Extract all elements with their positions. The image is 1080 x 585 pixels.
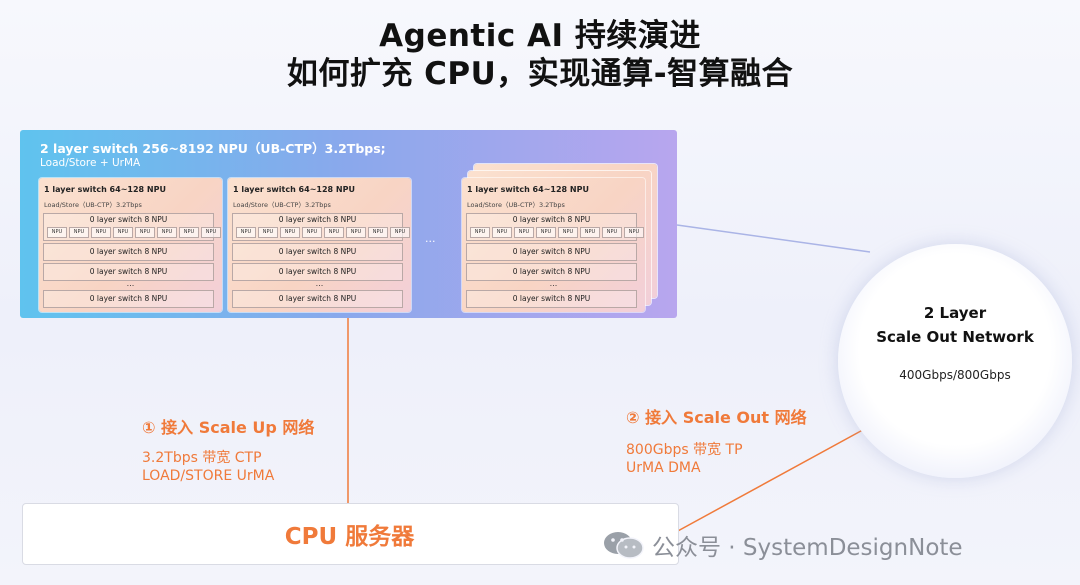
zero-layer-switch-row: 0 layer switch 8 NPU NPU NPU NPU NPU NPU… — [466, 213, 644, 241]
npu-chip: NPU — [69, 227, 89, 238]
card-subtitle: Load/Store（UB-CTP）3.2Tbps — [44, 201, 142, 209]
one-layer-switch-card: 1 layer switch 64~128 NPU Load/Store（UB-… — [228, 178, 411, 312]
scale-out-bandwidth: 800Gbps 带宽 TP — [626, 442, 743, 458]
title-line-1: Agentic AI 持续演进 — [379, 18, 701, 54]
wechat-icon — [604, 532, 644, 559]
npu-group: NPU NPU NPU NPU NPU NPU NPU NPU — [236, 227, 410, 238]
card-title: 1 layer switch 64~128 NPU — [44, 185, 166, 194]
npu-chip: NPU — [558, 227, 578, 238]
npu-chip: NPU — [47, 227, 67, 238]
npu-chip: NPU — [536, 227, 556, 238]
row-ellipsis: ... — [549, 279, 558, 288]
npu-chip: NPU — [113, 227, 133, 238]
zero-layer-switch-row: 0 layer switch 8 NPU — [466, 243, 637, 261]
scale-out-heading: ② 接入 Scale Out 网络 — [626, 408, 807, 427]
npu-chip: NPU — [280, 227, 300, 238]
one-layer-switch-card: 1 layer switch 64~128 NPU Load/Store（UB-… — [462, 178, 645, 312]
row-label: 0 layer switch 8 NPU — [89, 215, 168, 224]
one-layer-switch-card: 1 layer switch 64~128 NPU Load/Store（UB-… — [39, 178, 222, 312]
scale-up-heading: ① 接入 Scale Up 网络 — [142, 418, 315, 437]
npu-chip: NPU — [368, 227, 388, 238]
npu-chip: NPU — [492, 227, 512, 238]
scale-out-protocol: UrMA DMA — [626, 460, 701, 476]
zero-layer-switch-row: 0 layer switch 8 NPU — [43, 290, 214, 308]
npu-chip: NPU — [91, 227, 111, 238]
npu-chip: NPU — [390, 227, 410, 238]
cards-ellipsis: ... — [425, 232, 436, 245]
zero-layer-switch-row: 0 layer switch 8 NPU — [466, 290, 637, 308]
card-subtitle: Load/Store（UB-CTP）3.2Tbps — [233, 201, 331, 209]
npu-chip: NPU — [179, 227, 199, 238]
zero-layer-switch-row: 0 layer switch 8 NPU — [43, 263, 214, 281]
npu-chip: NPU — [624, 227, 644, 238]
zero-layer-switch-row: 0 layer switch 8 NPU — [232, 263, 403, 281]
two-layer-switch-title: 2 layer switch 256~8192 NPU（UB-CTP）3.2Tb… — [40, 141, 386, 156]
npu-chip: NPU — [135, 227, 155, 238]
cpu-server-box — [22, 503, 679, 565]
npu-group: NPU NPU NPU NPU NPU NPU NPU NPU — [47, 227, 221, 238]
card-subtitle: Load/Store（UB-CTP）3.2Tbps — [467, 201, 565, 209]
npu-chip: NPU — [157, 227, 177, 238]
scale-out-speed: 400Gbps/800Gbps — [899, 368, 1011, 382]
scale-out-connector — [675, 425, 871, 533]
card-title: 1 layer switch 64~128 NPU — [467, 185, 589, 194]
zero-layer-switch-row: 0 layer switch 8 NPU — [232, 290, 403, 308]
row-label: 0 layer switch 8 NPU — [512, 215, 591, 224]
switch-to-network-connector — [676, 224, 871, 253]
scale-out-network-node — [838, 244, 1072, 478]
npu-chip: NPU — [346, 227, 366, 238]
zero-layer-switch-row: 0 layer switch 8 NPU NPU NPU NPU NPU NPU… — [43, 213, 221, 241]
npu-chip: NPU — [324, 227, 344, 238]
npu-chip: NPU — [302, 227, 322, 238]
row-ellipsis: ... — [126, 279, 135, 288]
row-ellipsis: ... — [315, 279, 324, 288]
npu-chip: NPU — [258, 227, 278, 238]
cpu-server-label: CPU 服务器 — [284, 524, 415, 550]
watermark-text: 公众号 · SystemDesignNote — [652, 535, 963, 561]
npu-group: NPU NPU NPU NPU NPU NPU NPU NPU — [470, 227, 644, 238]
scale-out-title-line-1: 2 Layer — [923, 304, 987, 322]
zero-layer-switch-row: 0 layer switch 8 NPU — [232, 243, 403, 261]
npu-chip: NPU — [236, 227, 256, 238]
npu-chip: NPU — [514, 227, 534, 238]
zero-layer-switch-row: 0 layer switch 8 NPU NPU NPU NPU NPU NPU… — [232, 213, 410, 241]
npu-chip: NPU — [602, 227, 622, 238]
npu-chip: NPU — [470, 227, 490, 238]
npu-chip: NPU — [580, 227, 600, 238]
card-title: 1 layer switch 64~128 NPU — [233, 185, 355, 194]
npu-chip: NPU — [201, 227, 221, 238]
scale-up-protocol: LOAD/STORE UrMA — [142, 468, 275, 484]
zero-layer-switch-row: 0 layer switch 8 NPU — [466, 263, 637, 281]
scale-up-bandwidth: 3.2Tbps 带宽 CTP — [142, 450, 262, 466]
zero-layer-switch-row: 0 layer switch 8 NPU — [43, 243, 214, 261]
two-layer-switch-subtitle: Load/Store + UrMA — [40, 157, 141, 169]
title-line-2: 如何扩充 CPU，实现通算-智算融合 — [286, 56, 794, 92]
row-label: 0 layer switch 8 NPU — [278, 215, 357, 224]
scale-out-title-line-2: Scale Out Network — [876, 328, 1034, 346]
